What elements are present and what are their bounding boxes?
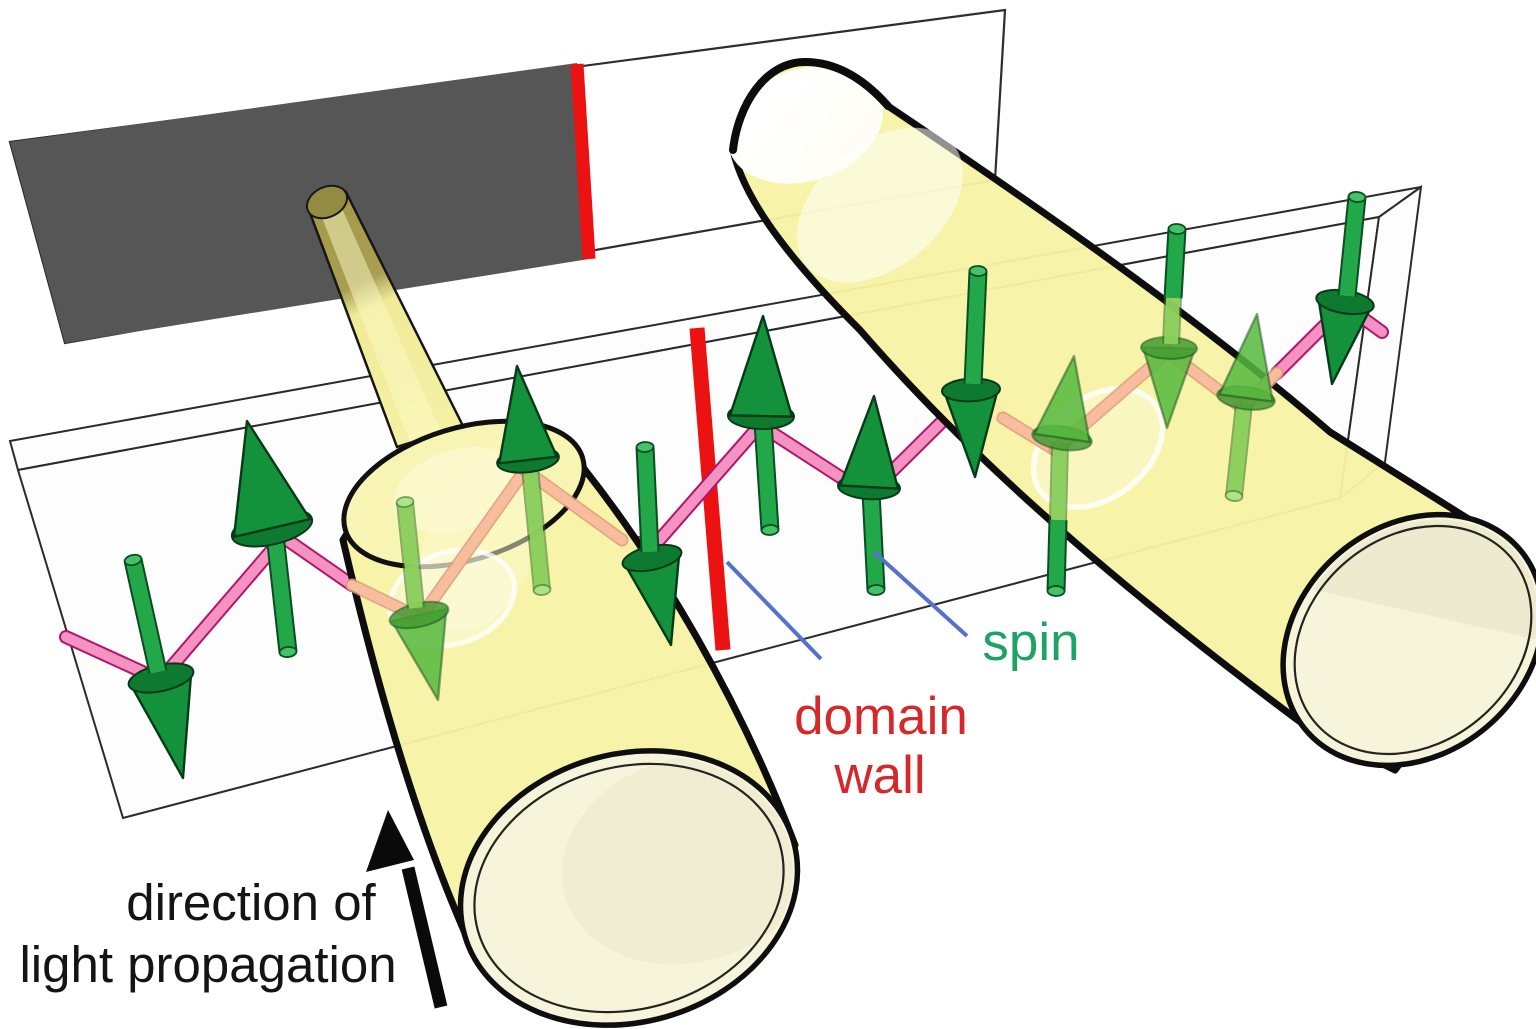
spin-shaft-end-cap: [866, 584, 886, 596]
spin-cone: [838, 394, 900, 490]
spin-shaft-end-cap: [968, 265, 988, 277]
cylinder-right-cap-edge: [729, 57, 892, 154]
spin-arrow-up: [496, 364, 560, 596]
spin-arrow-up: [230, 419, 314, 658]
spin-label: spin: [982, 613, 1079, 672]
spin-shaft-end-cap: [1347, 191, 1367, 203]
spin-shaft: [863, 491, 884, 591]
spin-shaft-end-cap: [1224, 490, 1244, 502]
light-cylinder-right: [726, 57, 1536, 774]
spin-shaft: [1227, 403, 1251, 497]
spin-cone: [497, 364, 559, 465]
spin-arrow-down: [621, 441, 683, 647]
spin-arrow-up: [1031, 354, 1093, 597]
spin-shaft: [1164, 297, 1180, 345]
spin-arrow-up: [727, 314, 795, 536]
spin-shaft: [523, 467, 549, 591]
spin-shaft-end-cap: [635, 441, 655, 453]
chain-segment: [155, 532, 288, 685]
spin-cone: [1033, 354, 1091, 444]
spin-shaft-end-cap: [123, 553, 143, 567]
spin-cone: [1218, 312, 1274, 403]
cylinder-left-end-rim: [473, 762, 785, 1014]
spin-shaft: [1051, 443, 1067, 521]
spin-shaft: [1048, 519, 1066, 592]
domain-wall-image-on-screen: [570, 63, 596, 260]
spin-arrow-down: [123, 553, 195, 780]
screen-shadow-region: [10, 63, 589, 343]
spin-shaft: [125, 558, 166, 674]
spin-shaft: [755, 421, 778, 531]
spin-arrows: [123, 191, 1375, 780]
annotations: direction of light propagation domain wa…: [19, 613, 1080, 1009]
spin-shaft-end-cap: [760, 524, 780, 536]
spin-arrow-down: [1140, 223, 1198, 430]
spin-shaft: [637, 446, 658, 553]
spin-shaft-end-cap: [1046, 585, 1066, 597]
spin-cone: [232, 419, 312, 539]
spin-cone: [728, 314, 794, 418]
chain-segment: [278, 532, 357, 590]
chain-segment: [415, 465, 530, 623]
spin-shaft-end-cap: [1167, 223, 1187, 235]
domain-wall-leader-line: [725, 560, 823, 661]
cylinder-right-entry-cap: [726, 66, 884, 184]
spin-shaft-end-cap: [532, 584, 552, 596]
spin-arrow-up: [1216, 312, 1276, 502]
spin-shaft: [965, 270, 986, 385]
spin-arrow-down: [388, 496, 450, 702]
spin-arrow-up: [837, 394, 901, 596]
spin-shaft: [398, 501, 423, 609]
light-direction-arrow: [366, 810, 448, 1009]
spin-arrow-down: [941, 265, 1001, 479]
direction-label-line2: light propagation: [19, 936, 396, 993]
spin-leader-line: [872, 550, 969, 638]
domain-wall-label-line2: wall: [833, 746, 925, 805]
spin-shaft: [1165, 228, 1185, 299]
chain-segment: [649, 420, 765, 551]
beam-spot-on-screen: [305, 184, 349, 220]
cylinder-right-entry-glow: [797, 127, 963, 283]
spin-shaft: [267, 534, 296, 653]
chain-segment: [520, 465, 627, 545]
direction-label-line1: direction of: [126, 874, 376, 931]
cylinder-right-end-rim: [1293, 524, 1533, 756]
spin-shaft-end-cap: [278, 646, 298, 658]
leader-lines: [725, 550, 969, 661]
spin-shaft-end-cap: [395, 496, 415, 508]
cylinder-left-end-shading: [561, 755, 819, 965]
domain-wall-label-line1: domain: [794, 687, 968, 746]
spin-arrow-down: [1315, 191, 1375, 386]
spin-shaft: [1339, 196, 1365, 297]
beam-core-highlight: [321, 204, 440, 442]
cylinder-left-beam-glow: [418, 459, 542, 631]
